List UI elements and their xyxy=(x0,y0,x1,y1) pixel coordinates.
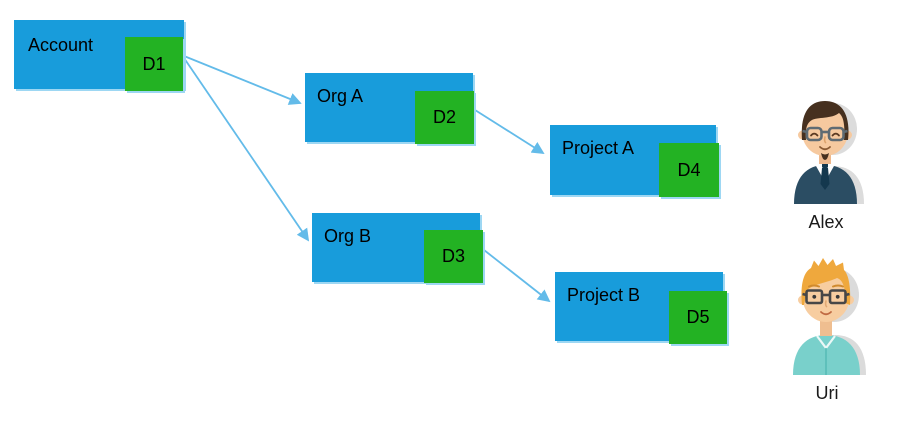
node-account-label: Account xyxy=(28,35,94,55)
node-org-a-label: Org A xyxy=(317,86,364,106)
node-org-b: Org B D3 xyxy=(312,213,483,283)
node-org-b-label: Org B xyxy=(324,226,372,246)
badge-d4: D4 xyxy=(659,143,719,197)
avatar-uri-icon xyxy=(793,258,866,375)
user-uri-name: Uri xyxy=(815,383,839,403)
edge-account-to-org-a xyxy=(183,55,302,105)
edge-account-to-org-b xyxy=(183,57,310,242)
node-project-b: Project B D5 xyxy=(555,272,727,344)
user-alex-name: Alex xyxy=(808,212,844,232)
node-project-a: Project A D4 xyxy=(550,125,719,197)
user-uri: Uri xyxy=(787,253,867,404)
node-org-a: Org A D2 xyxy=(305,73,474,144)
avatar-alex-icon xyxy=(794,101,864,204)
badge-d1: D1 xyxy=(125,37,183,91)
badge-d2: D2 xyxy=(415,91,474,144)
node-project-b-label: Project B xyxy=(567,285,641,305)
edge-org-b-to-project-b xyxy=(483,249,551,303)
edge-org-a-to-project-a xyxy=(474,109,545,155)
node-project-a-label: Project A xyxy=(562,138,635,158)
badge-d5: D5 xyxy=(669,291,727,344)
badge-d3: D3 xyxy=(424,230,483,283)
user-alex: Alex xyxy=(786,92,866,233)
node-account: Account D1 xyxy=(14,20,184,91)
